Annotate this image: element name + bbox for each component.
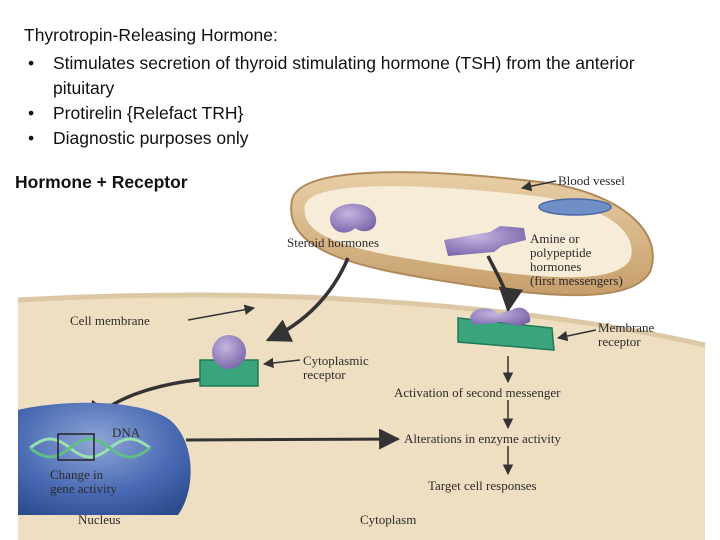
dna-highlight-box <box>57 433 95 461</box>
label-gene-activity-2: gene activity <box>50 481 117 496</box>
dna-helix <box>29 437 151 459</box>
label-steroid-hormones: Steroid hormones <box>287 235 379 250</box>
label-membrane-receptor-2: receptor <box>598 334 641 349</box>
label-target-cell: Target cell responses <box>428 478 537 493</box>
label-cell-membrane: Cell membrane <box>70 313 150 328</box>
bound-peptide-hormone <box>470 307 531 326</box>
arrow-to-membrane <box>187 304 256 321</box>
peptide-hormone-shape <box>444 226 526 256</box>
bullet-item: Stimulates secretion of thyroid stimulat… <box>24 51 673 101</box>
bullet-list: Stimulates secretion of thyroid stimulat… <box>24 51 673 151</box>
arrow-steroid-into-cell <box>265 257 350 342</box>
blood-cell <box>538 198 612 216</box>
bound-steroid-hormone <box>212 335 246 369</box>
label-cytoplasmic-receptor-1: Cytoplasmic <box>303 353 369 368</box>
arrow-to-membrane-receptor <box>556 329 597 342</box>
label-enzyme-activity: Alterations in enzyme activity <box>404 431 562 446</box>
label-amine-1: Amine or <box>530 231 580 246</box>
steroid-hormone-shape <box>330 203 377 233</box>
label-amine-4: (first messengers) <box>530 273 623 288</box>
bullet-item: Diagnostic purposes only <box>24 126 673 151</box>
label-dna: DNA <box>112 425 141 440</box>
label-cytoplasmic-receptor-2: receptor <box>303 367 346 382</box>
cell-membrane <box>17 292 706 348</box>
nucleus <box>18 402 191 515</box>
label-amine-3: hormones <box>530 259 581 274</box>
label-cytoplasm: Cytoplasm <box>360 512 416 527</box>
dna-helix-strand <box>29 437 151 459</box>
label-amine-2: polypeptide <box>530 245 592 260</box>
label-second-messenger: Activation of second messenger <box>394 385 561 400</box>
diagram-subtitle: Hormone + Receptor <box>15 172 188 192</box>
arrow-peptide-down <box>486 255 524 313</box>
label-nucleus: Nucleus <box>78 512 121 527</box>
arrow-nucleus-to-enzyme <box>185 428 401 450</box>
label-blood-vessel: Blood vessel <box>558 173 625 188</box>
slide-title: Thyrotropin-Releasing Hormone: <box>24 25 278 45</box>
bullet-item: Protirelin {Relefact TRH} <box>24 101 673 126</box>
arrow-to-vessel <box>520 180 557 192</box>
label-gene-activity-1: Change in <box>50 467 104 482</box>
label-membrane-receptor-1: Membrane <box>598 320 655 335</box>
arrow-to-cyto-receptor <box>262 357 301 369</box>
